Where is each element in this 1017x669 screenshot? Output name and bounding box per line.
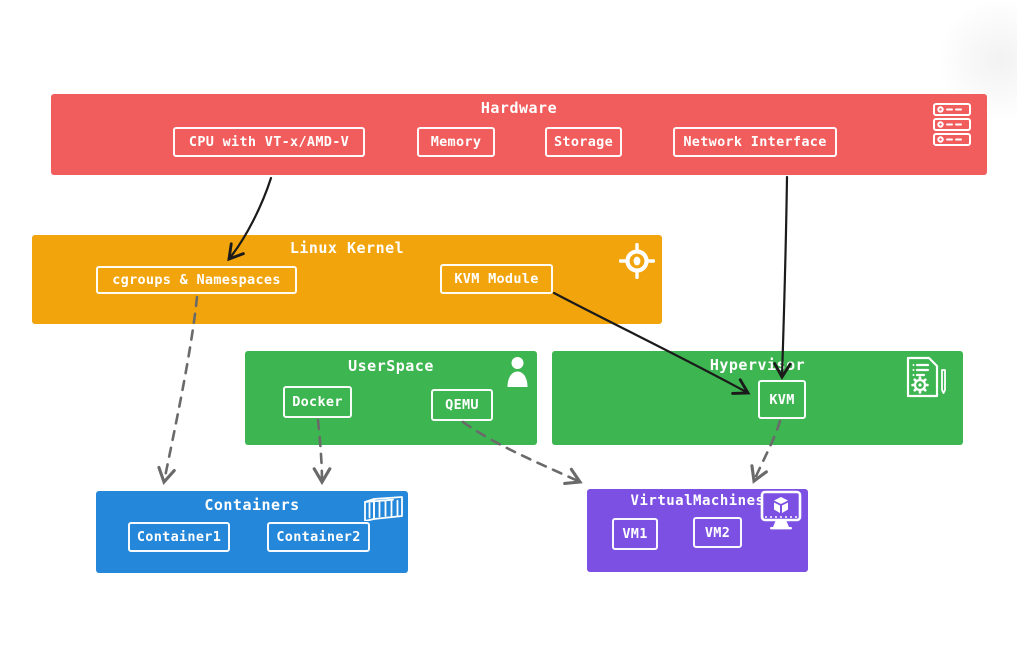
vm-monitor-icon [760, 490, 802, 534]
userspace-title: UserSpace [348, 357, 434, 375]
node-container1[interactable]: Container1 [128, 522, 230, 552]
node-vm2[interactable]: VM2 [693, 517, 742, 548]
document-gear-pencil-icon [904, 356, 946, 402]
user-icon [506, 356, 529, 391]
node-storage[interactable]: Storage [545, 127, 622, 157]
target-icon [618, 242, 656, 283]
linux-kernel-title: Linux Kernel [289, 239, 405, 257]
node-network-interface[interactable]: Network Interface [673, 127, 837, 157]
containers-band[interactable]: Containers Container1 Container2 [96, 491, 408, 573]
node-container2[interactable]: Container2 [267, 522, 370, 552]
node-qemu[interactable]: QEMU [431, 389, 493, 421]
server-rack-icon [933, 103, 971, 151]
containers-title: Containers [204, 496, 300, 514]
userspace-band[interactable]: UserSpace Docker QEMU [245, 351, 537, 445]
hardware-title: Hardware [480, 99, 558, 117]
hypervisor-band[interactable]: Hypervisor KVM [552, 351, 963, 445]
dashed-arrow-cgroups-to-containers [157, 295, 199, 486]
virtual-machines-title: VirtualMachines [630, 493, 765, 509]
node-vm1[interactable]: VM1 [612, 518, 658, 550]
node-docker[interactable]: Docker [283, 386, 352, 418]
node-cgroups-namespaces[interactable]: cgroups & Namespaces [96, 266, 297, 294]
hardware-band[interactable]: Hardware CPU with VT-x/AMD-V Memory Stor… [51, 94, 987, 175]
linux-kernel-band[interactable]: Linux Kernel cgroups & Namespaces KVM Mo… [32, 235, 662, 324]
node-kvm[interactable]: KVM [758, 380, 806, 419]
node-kvm-module[interactable]: KVM Module [440, 264, 553, 294]
hypervisor-title: Hypervisor [709, 356, 806, 374]
virtual-machines-band[interactable]: VirtualMachines VM1 VM2 [587, 489, 808, 572]
arrow-network-to-kvm [773, 175, 792, 380]
shipping-container-icon [362, 493, 404, 525]
node-cpu[interactable]: CPU with VT-x/AMD-V [173, 127, 365, 157]
node-memory[interactable]: Memory [417, 127, 495, 157]
